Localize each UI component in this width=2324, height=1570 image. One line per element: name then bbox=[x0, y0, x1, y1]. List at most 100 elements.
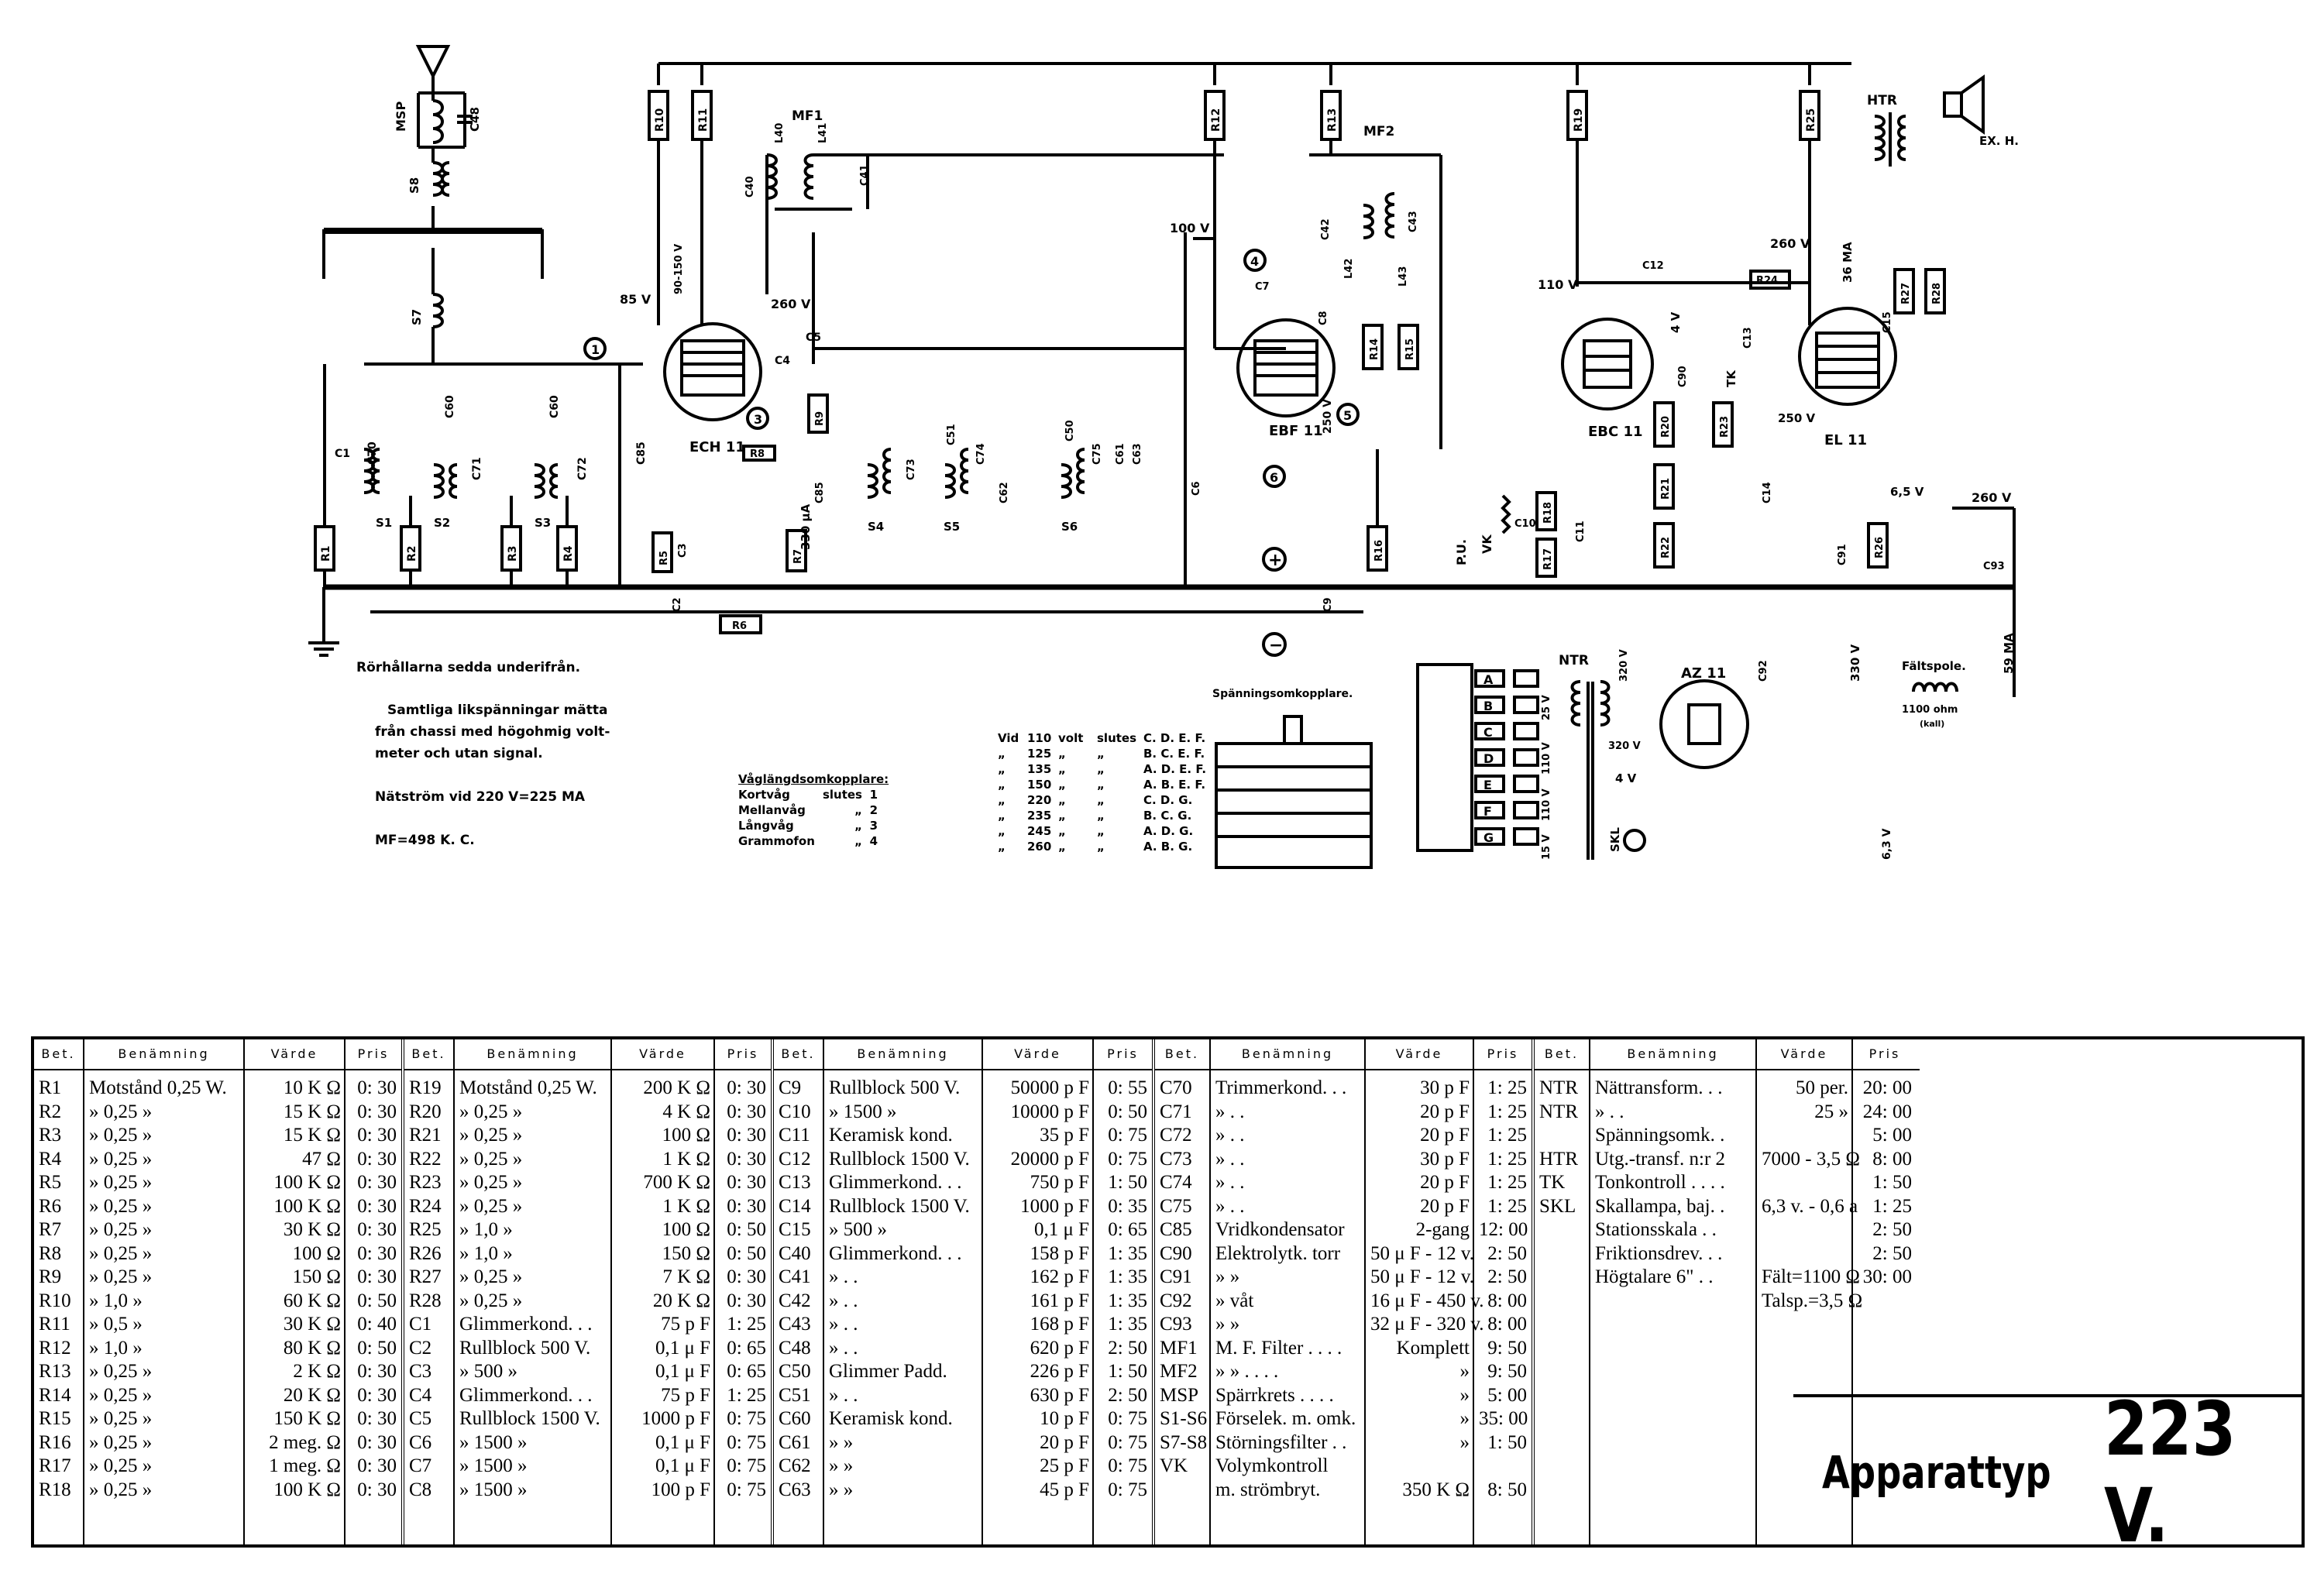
waveband-mark: „ bbox=[854, 819, 862, 833]
cell-pri: 0: 55 bbox=[1108, 1077, 1147, 1098]
cell-pri: 0: 75 bbox=[727, 1408, 766, 1429]
cell-var: 150 Ω bbox=[662, 1242, 710, 1264]
cell-pri bbox=[1474, 1455, 1532, 1479]
cell-var: 0,1 μ F bbox=[655, 1455, 710, 1476]
tap-box bbox=[1474, 722, 1505, 740]
cell-ben: » 0,25 » bbox=[89, 1242, 153, 1264]
svg-text:MF2: MF2 bbox=[1363, 124, 1394, 139]
cell-ben: Motstånd 0,25 W. bbox=[89, 1077, 227, 1098]
svg-text:R1: R1 bbox=[320, 545, 332, 562]
svg-text:1: 1 bbox=[591, 342, 600, 357]
cell-ben: » 1,0 » bbox=[89, 1337, 143, 1359]
cell-bet: C8 bbox=[409, 1479, 432, 1500]
column-divider bbox=[1755, 1069, 1757, 1544]
svg-text:EX. H.: EX. H. bbox=[1979, 134, 2019, 148]
cell-pri: 0: 50 bbox=[357, 1337, 397, 1359]
svg-text:C93: C93 bbox=[1983, 561, 2005, 572]
svg-text:110 V: 110 V bbox=[1538, 277, 1578, 292]
cell-ben: Störningsfilter . . bbox=[1215, 1431, 1347, 1453]
cell-var: 4 K Ω bbox=[662, 1101, 710, 1122]
svg-text:C10: C10 bbox=[1514, 518, 1536, 530]
cell-ben: » 0,25 » bbox=[459, 1172, 523, 1193]
cell-var: 6,3 v. - 0,6 a bbox=[1762, 1195, 1858, 1217]
cell-ben: Rullblock 500 V. bbox=[459, 1337, 591, 1359]
svg-text:+: + bbox=[1268, 551, 1282, 570]
antenna-icon bbox=[415, 45, 451, 101]
svg-text:C60: C60 bbox=[444, 395, 456, 418]
cell-var: 161 p F bbox=[1030, 1290, 1089, 1311]
cell-var: 60 K Ω bbox=[283, 1290, 341, 1311]
tap-contact bbox=[1513, 696, 1539, 714]
cell-bet: R24 bbox=[409, 1195, 442, 1217]
voltage-a: „ bbox=[998, 809, 1006, 823]
cell-pri: 8: 00 bbox=[1487, 1314, 1527, 1335]
svg-text:1100 ohm: 1100 ohm bbox=[1902, 704, 1958, 716]
svg-text:C3: C3 bbox=[677, 543, 689, 558]
circuit-schematic: MSP C48 S8 S7 1 R1 R2 R3 R4 S1 C1 C70 bbox=[308, 45, 2019, 869]
svg-text:S2: S2 bbox=[434, 516, 450, 530]
voltage-d: C. D. E. F. bbox=[1143, 731, 1206, 745]
cell-var: Talsp.=3,5 Ω bbox=[1762, 1290, 1863, 1311]
cell-ben bbox=[1590, 1290, 1757, 1314]
svg-text:−: − bbox=[1269, 636, 1283, 655]
cell-ben: M. F. Filter . . . . bbox=[1215, 1337, 1342, 1359]
cell-ben: » 1,0 » bbox=[459, 1219, 513, 1240]
cell-pri: 0: 75 bbox=[1108, 1408, 1147, 1429]
cell-bet: C50 bbox=[779, 1361, 811, 1382]
waveband-title: Våglängdsomkopplare: bbox=[738, 772, 889, 786]
voltage-b: „ bbox=[1058, 840, 1066, 854]
voltage-b: „ bbox=[1058, 809, 1066, 823]
header-bet: Bet. bbox=[1535, 1039, 1590, 1069]
svg-text:P.U.: P.U. bbox=[1454, 539, 1469, 565]
cell-var: » bbox=[1459, 1408, 1470, 1429]
cell-bet bbox=[1535, 1218, 1590, 1242]
cell-pri: 0: 50 bbox=[727, 1219, 766, 1240]
cell-bet: C91 bbox=[1160, 1266, 1192, 1287]
voltage-switch-drawing: Spänningsomkopplare. bbox=[1212, 688, 1373, 869]
cell-pri: 1: 35 bbox=[1108, 1290, 1147, 1311]
cell-pri: 0: 75 bbox=[1108, 1455, 1147, 1476]
tap-box bbox=[1474, 748, 1505, 767]
tap-label: A bbox=[1483, 672, 1494, 687]
cell-var: 350 K Ω bbox=[1402, 1479, 1470, 1500]
cell-ben: Tonkontroll . . . . bbox=[1595, 1172, 1725, 1193]
cell-bet: R6 bbox=[39, 1195, 62, 1217]
cell-var bbox=[1757, 1171, 1853, 1195]
voltage-a: „ bbox=[998, 762, 1006, 776]
cell-bet: C62 bbox=[779, 1455, 811, 1476]
cell-pri: 0: 75 bbox=[1108, 1125, 1147, 1146]
svg-text:L41: L41 bbox=[817, 123, 829, 143]
cell-var: 630 p F bbox=[1030, 1384, 1089, 1406]
voltage-d: A. D. E. F. bbox=[1143, 762, 1207, 776]
cell-var: 30 p F bbox=[1420, 1077, 1470, 1098]
svg-text:R5: R5 bbox=[658, 551, 670, 565]
cell-pri: 2: 50 bbox=[1108, 1337, 1147, 1359]
svg-text:C60: C60 bbox=[548, 395, 561, 418]
tap-box bbox=[1474, 827, 1505, 846]
cell-var: 0,1 μ F bbox=[655, 1361, 710, 1382]
waveband-num: 4 bbox=[869, 834, 878, 848]
cell-bet: R25 bbox=[409, 1219, 442, 1240]
column-divider bbox=[823, 1069, 824, 1544]
cell-bet: R20 bbox=[409, 1101, 442, 1122]
mf2-transformer: MF2 C42 C43 L42 L43 bbox=[1320, 124, 1419, 287]
mains-transformer: NTR 25 V 110 V 110 V 15 V 320 V 320 V 4 … bbox=[1541, 649, 1641, 860]
svg-text:EBF 11: EBF 11 bbox=[1269, 423, 1323, 439]
voltage-d: A. D. G. bbox=[1143, 824, 1194, 838]
cell-pri: 20: 00 bbox=[1862, 1077, 1912, 1098]
cell-var: 1 K Ω bbox=[662, 1195, 710, 1217]
svg-text:59 MA: 59 MA bbox=[2002, 633, 2016, 674]
ebc11-tube: EBC 11 bbox=[1561, 318, 1654, 440]
svg-text:C62: C62 bbox=[999, 482, 1010, 503]
cell-pri: 0: 30 bbox=[357, 1148, 397, 1170]
